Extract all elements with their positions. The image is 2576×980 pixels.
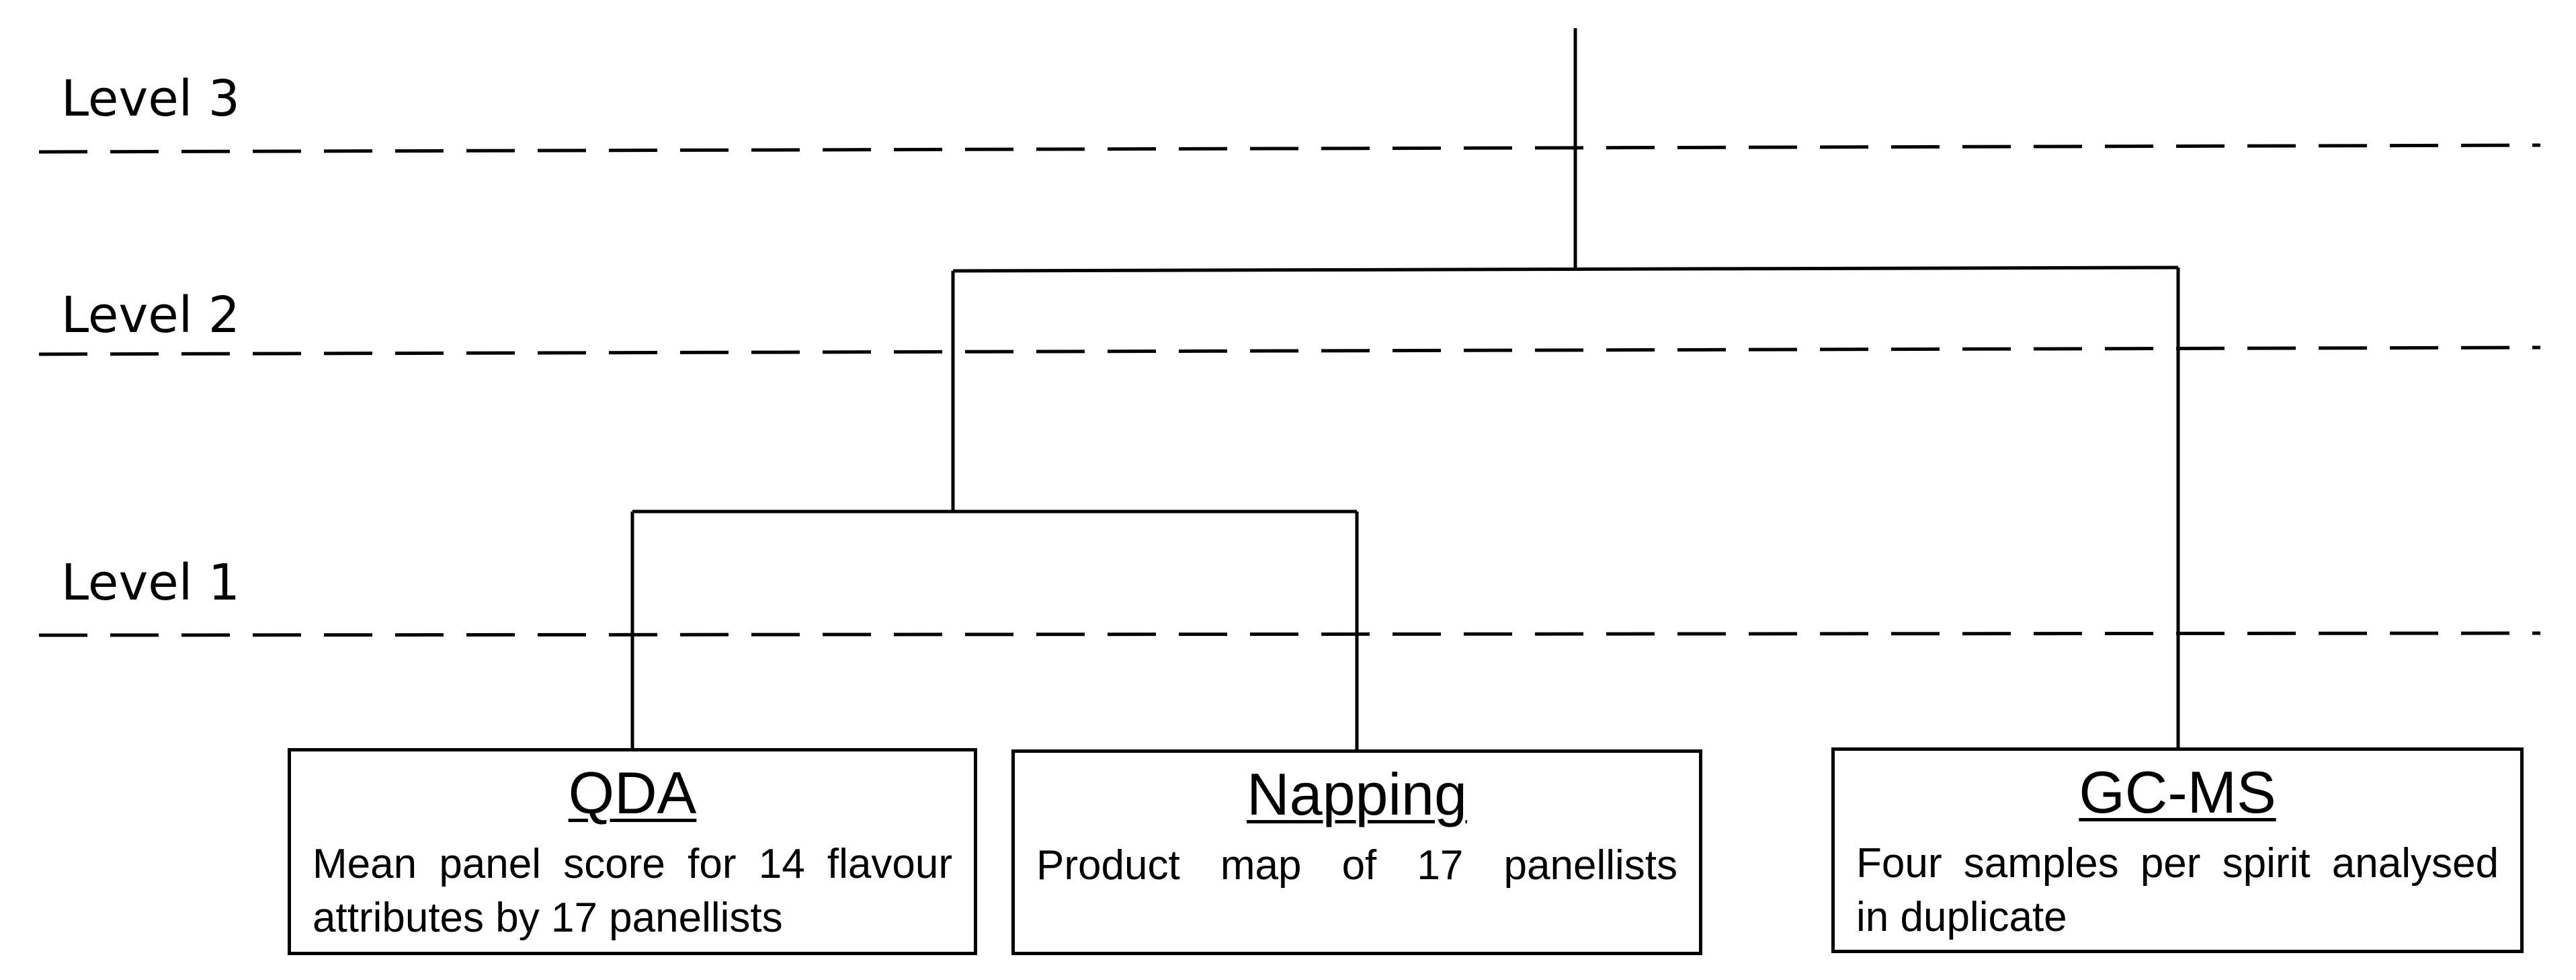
- level-3-label: Level 3: [61, 70, 240, 128]
- gcms-description: Four samples per spirit analysed in dupl…: [1856, 840, 2499, 940]
- level-2-label: Level 2: [61, 286, 240, 344]
- level-2-bar: [952, 266, 2179, 273]
- gcms-title: GC-MS: [2079, 759, 2276, 825]
- napping-title: Napping: [1247, 761, 1467, 827]
- qda-box: QDA Mean panel score for 14 flavour attr…: [288, 748, 977, 955]
- level-1-divider: [38, 631, 2541, 637]
- level-1-label: Level 1: [61, 554, 240, 612]
- napping-description: Product map of 17 panellists: [1036, 842, 1677, 889]
- level-3-divider: [38, 143, 2541, 154]
- napping-box: Napping Product map of 17 panellists: [1011, 749, 1702, 955]
- qda-description: Mean panel score for 14 flavour attribut…: [313, 841, 952, 941]
- gcms-box: GC-MS Four samples per spirit analysed i…: [1831, 747, 2524, 953]
- level-2-divider: [38, 345, 2541, 356]
- qda-title: QDA: [568, 760, 697, 826]
